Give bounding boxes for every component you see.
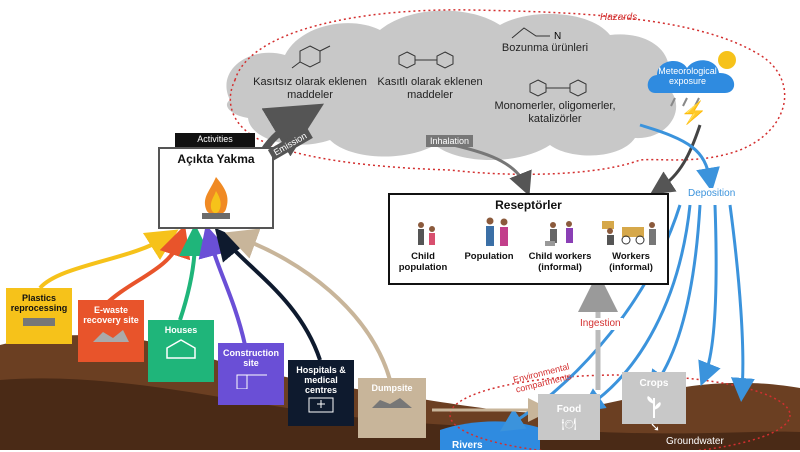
- molecule-icon: [529, 79, 587, 97]
- source-label: Construction site: [223, 348, 279, 368]
- hazards-border: [229, 9, 786, 176]
- receptor-label: Child population: [398, 251, 448, 273]
- activity-box: Açıkta Yakma: [158, 147, 274, 229]
- source-label: E-waste recovery site: [83, 305, 139, 325]
- hazard-cloud: [226, 10, 677, 160]
- svg-text:N: N: [554, 31, 561, 42]
- lightning-icon: ⚡: [680, 100, 708, 125]
- receptors-title: Reseptörler: [495, 198, 562, 212]
- source-ewaste: E-waste recovery site: [78, 300, 144, 362]
- source-construction: Construction site: [218, 343, 284, 405]
- deposition-label: Deposition: [686, 188, 738, 200]
- workers-icon: [600, 215, 660, 252]
- ingestion-label: Ingestion: [578, 318, 623, 330]
- source-label: Plastics reprocessing: [10, 293, 68, 313]
- source-label: Houses: [164, 325, 198, 335]
- crop-plant-icon: [647, 396, 661, 418]
- nitrile-structure-icon: N: [511, 27, 561, 42]
- source-hospitals: Hospitals & medical centres: [288, 360, 354, 426]
- child-figure-icon: [415, 221, 439, 252]
- ewaste-pile-icon: [93, 329, 129, 342]
- house-icon: [166, 339, 196, 359]
- weather-cloud: [645, 48, 755, 107]
- crops-label: Crops: [639, 378, 669, 389]
- hazard-intentional: Kasıtlı olarak eklenen maddeler: [377, 76, 483, 101]
- rivers-label: Rivers: [452, 440, 483, 451]
- hospital-icon: [308, 397, 334, 413]
- hazards-title: Hazards: [600, 12, 638, 23]
- activities-header-label: Activities: [197, 134, 233, 144]
- activity-title: Açıkta Yakma: [177, 152, 255, 166]
- hazard-unintentional: Kasıtsız olarak eklenen maddeler: [253, 76, 367, 101]
- population-icon: [482, 217, 512, 252]
- food-box: Food 🍽: [538, 394, 600, 440]
- plate-icon: 🍽: [561, 417, 577, 431]
- cursor-arrow-icon: ➘: [650, 420, 661, 434]
- source-dumpsite: Dumpsite: [358, 378, 426, 438]
- ground-dark: [0, 378, 800, 450]
- food-label: Food: [556, 404, 582, 415]
- crane-icon: [236, 374, 267, 390]
- molecule-icon: [291, 45, 331, 69]
- compartments-border: [449, 374, 791, 450]
- molecule-icon: [398, 51, 454, 69]
- machine-icon: [23, 317, 55, 326]
- source-label: Dumpsite: [371, 383, 413, 393]
- source-label: Hospitals & medical centres: [296, 365, 346, 395]
- receptors-box: Reseptörler Child population Population …: [388, 193, 669, 285]
- source-plastics-reprocessing: Plastics reprocessing: [6, 288, 72, 344]
- crops-box: Crops: [622, 372, 686, 424]
- groundwater-label: Groundwater: [666, 436, 724, 447]
- inhalation-label: Inhalation: [426, 135, 474, 148]
- hazard-degradation: Bozunma ürünleri: [501, 42, 589, 54]
- activities-header: Activities: [175, 133, 255, 147]
- weather-label: Meteorological exposure: [658, 66, 717, 87]
- hazard-monomers: Monomerler, oligomerler, katalizörler: [494, 100, 616, 125]
- weather-cloud-icon: [647, 51, 736, 107]
- receptor-label: Workers (informal): [609, 251, 653, 273]
- receptor-label: Child workers (informal): [528, 251, 592, 273]
- trash-pile-icon: [372, 397, 412, 408]
- fire-icon: [202, 177, 230, 219]
- child-workers-icon: [545, 219, 579, 252]
- source-houses: Houses: [148, 320, 214, 382]
- receptor-label: Population: [464, 251, 514, 262]
